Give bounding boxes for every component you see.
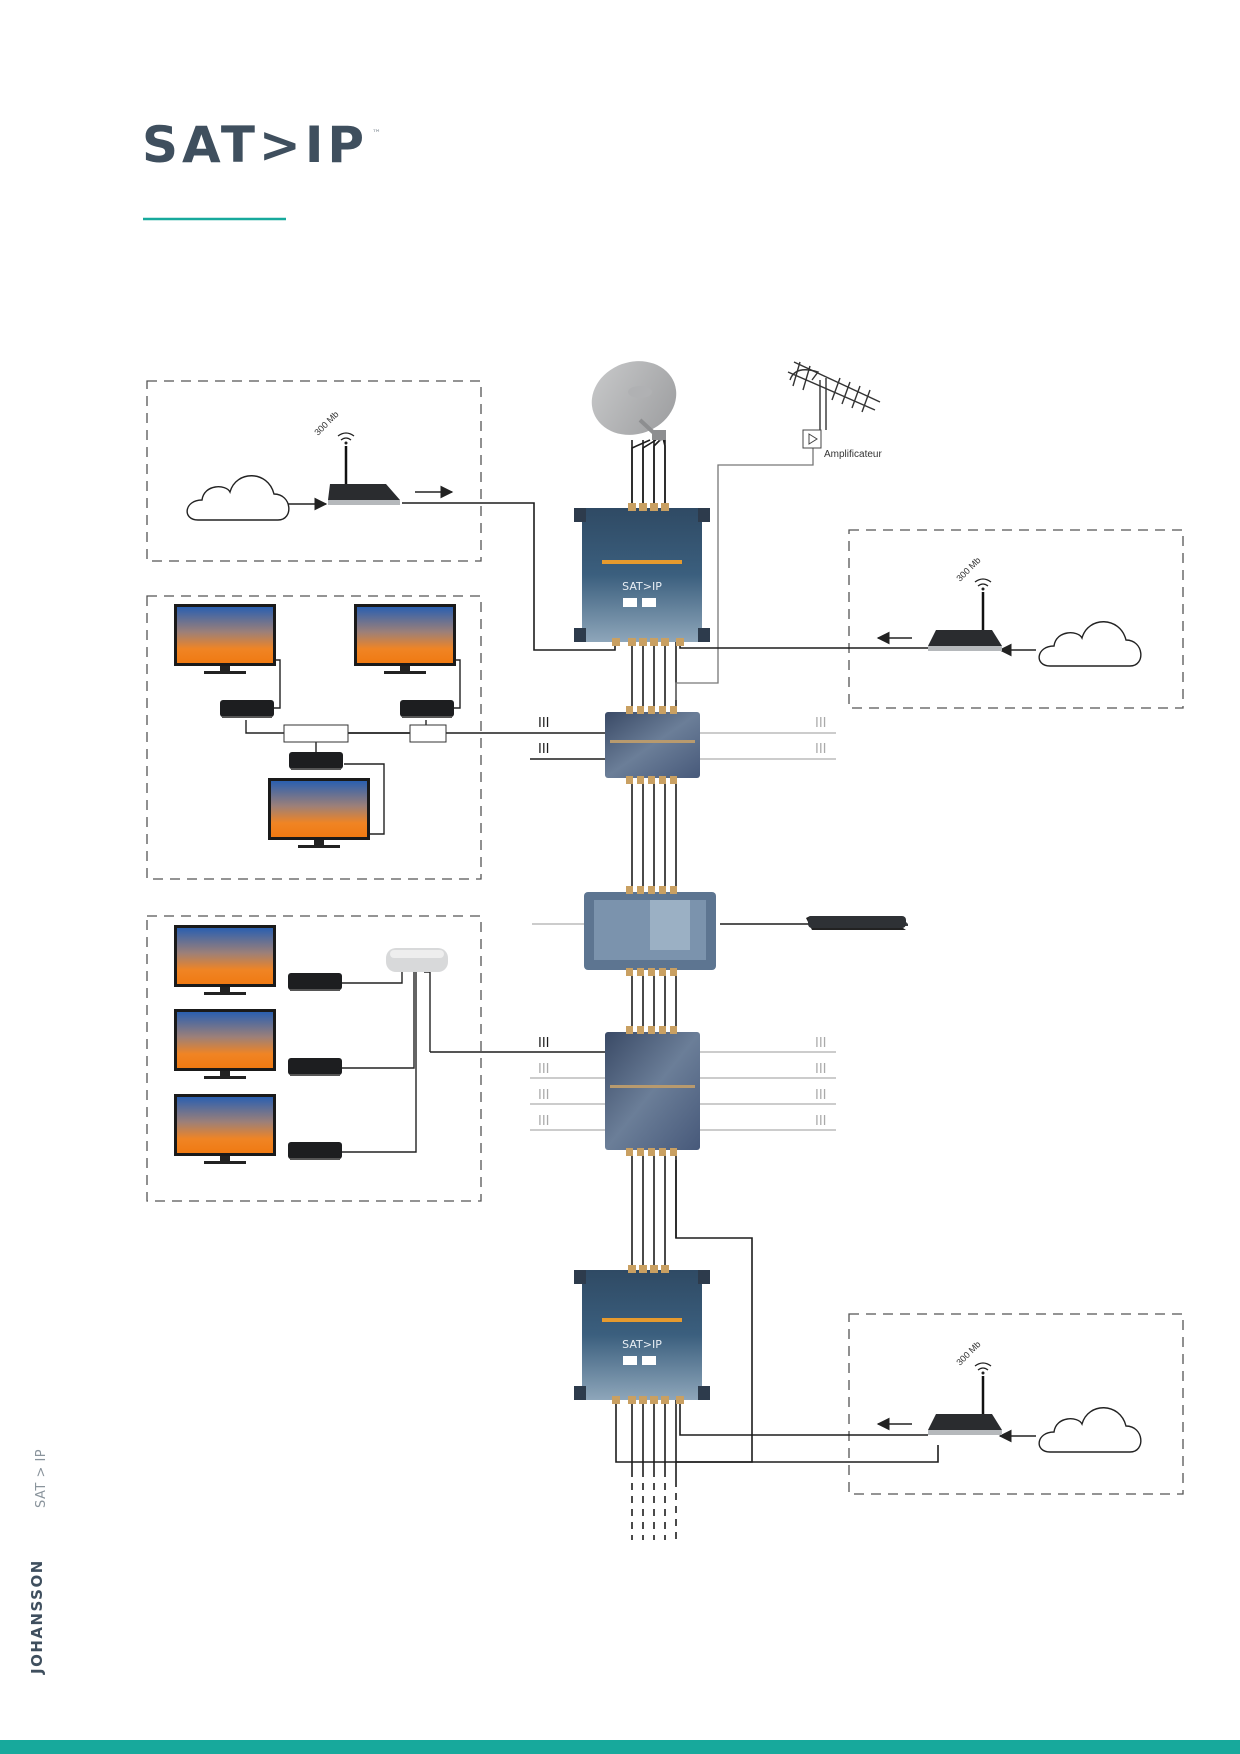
- terrestrial-feed-cable: [675, 442, 814, 700]
- multiswitch-amplifier: [584, 886, 716, 976]
- tv-screen: [354, 604, 456, 674]
- device-logo: SAT>IP: [622, 580, 662, 593]
- trunk-continuation: [631, 1470, 677, 1540]
- bundle-mark: III: [815, 1062, 827, 1077]
- zone-apartment-2: [146, 915, 482, 1202]
- bundle-mark: III: [815, 1088, 827, 1103]
- bundle-mark: III: [538, 742, 550, 757]
- device-logo: SAT>IP: [622, 1338, 662, 1351]
- terrestrial-antenna: [787, 361, 881, 430]
- router-right-cable: [679, 632, 928, 649]
- multiswitch-1-branches: [346, 732, 836, 760]
- bottom-router-cable-1: [679, 1400, 928, 1436]
- satip-client: [386, 948, 448, 972]
- footer-brand: JOHANSSON: [28, 1559, 46, 1674]
- tv-screen: [268, 778, 370, 848]
- satip-client-box: [806, 916, 908, 930]
- set-top-box: [288, 973, 342, 991]
- set-top-box: [400, 700, 454, 718]
- router-speed-label: 300 Mb: [312, 409, 340, 437]
- footer-subtitle: SAT > IP: [34, 1448, 49, 1508]
- splitter: [283, 724, 349, 743]
- tv-screen: [174, 1009, 276, 1079]
- bundle-mark: III: [538, 716, 550, 731]
- satip-server-top: SAT>IP: [574, 503, 710, 646]
- cloud-internet-top: [186, 475, 290, 521]
- zone-internet-right: [848, 529, 1184, 709]
- zone-apartment-1: [146, 595, 482, 880]
- multiswitch-2: [605, 1026, 700, 1156]
- zone-internet-bottom: [848, 1313, 1184, 1495]
- set-top-box: [220, 700, 274, 718]
- multiswitch-2-branches: [430, 1051, 836, 1131]
- tv-screen: [174, 925, 276, 995]
- bundle-mark: III: [538, 1088, 550, 1103]
- bundle-mark: III: [538, 1114, 550, 1129]
- multiswitch-1: [605, 706, 700, 784]
- cloud-internet-bottom: [1038, 1407, 1142, 1453]
- splitter: [409, 724, 447, 743]
- bundle-mark: III: [815, 742, 827, 757]
- satip-logo: SAT>IP ™: [142, 116, 381, 174]
- bundle-marks-1: III III III III: [538, 716, 827, 757]
- set-top-box: [289, 752, 343, 770]
- amplifier-label: Amplificateur: [824, 449, 882, 460]
- logo-text: SAT>IP: [142, 116, 368, 174]
- footer-accent-bar: [0, 1740, 1240, 1754]
- bundle-mark: III: [538, 1036, 550, 1051]
- wifi-router-top: 300 Mb: [312, 409, 400, 505]
- bundle-marks-2: III III III III III III III III: [538, 1036, 827, 1129]
- bundle-mark: III: [538, 1062, 550, 1077]
- bundle-mark: III: [815, 1114, 827, 1129]
- apartment-2-cabling: [342, 971, 431, 1153]
- wifi-router-bottom: 300 Mb: [928, 1339, 1002, 1435]
- bundle-mark: III: [815, 716, 827, 731]
- zone-internet-top: [146, 380, 482, 562]
- wifi-router-right: 300 Mb: [928, 555, 1002, 651]
- bundle-mark: III: [815, 1036, 827, 1051]
- router-speed-label: 300 Mb: [954, 555, 982, 583]
- logo-trademark: ™: [372, 129, 381, 139]
- router-speed-label: 300 Mb: [954, 1339, 982, 1367]
- set-top-box: [288, 1142, 342, 1160]
- amplifier: Amplificateur: [802, 429, 882, 460]
- satip-server-bottom: SAT>IP: [574, 1265, 710, 1404]
- set-top-box: [288, 1058, 342, 1076]
- bottom-router-cable-2: [615, 1400, 939, 1463]
- tv-screen: [174, 1094, 276, 1164]
- cloud-internet-right: [1038, 621, 1142, 667]
- satellite-dish: [591, 361, 677, 442]
- tv-screen: [174, 604, 276, 674]
